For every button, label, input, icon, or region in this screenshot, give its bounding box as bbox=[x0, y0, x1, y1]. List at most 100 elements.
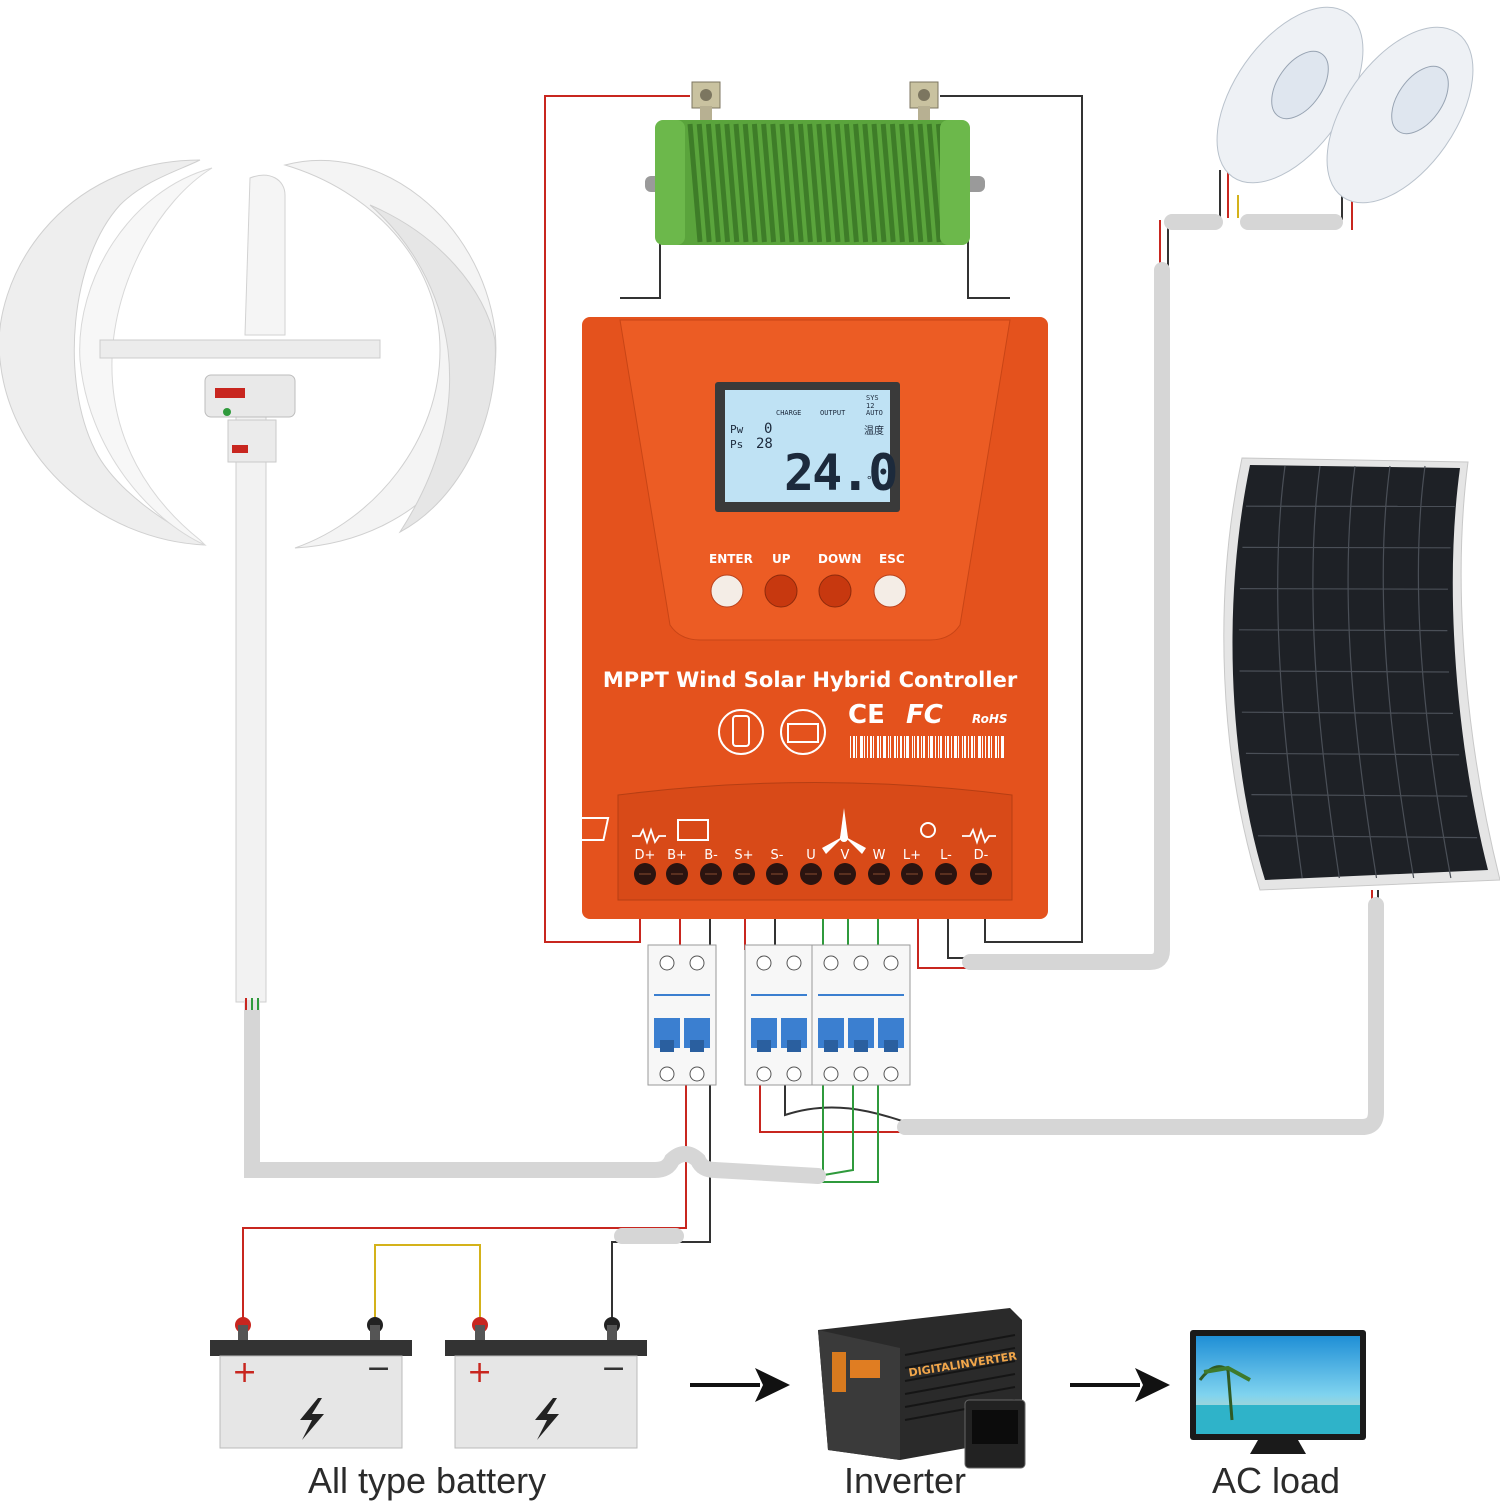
breaker-screw bbox=[824, 1067, 838, 1081]
solar-panel-icon bbox=[1224, 458, 1500, 890]
street-light-icon bbox=[1188, 0, 1500, 228]
svg-text:+: + bbox=[467, 1355, 492, 1390]
terminal-label-6: V bbox=[830, 848, 860, 863]
battery-label: All type battery bbox=[308, 1460, 546, 1502]
barcode-bar bbox=[947, 736, 949, 758]
inverter-label: Inverter bbox=[844, 1460, 966, 1502]
lcd-ps-label: Ps bbox=[730, 438, 743, 451]
wire-load-black bbox=[948, 918, 968, 958]
terminal-label-2: B- bbox=[696, 848, 726, 863]
controller-title: MPPT Wind Solar Hybrid Controller bbox=[600, 668, 1020, 692]
battery-icon: + − + − bbox=[210, 1317, 647, 1448]
terminal-label-3: S+ bbox=[729, 848, 759, 863]
barcode-bar bbox=[856, 736, 857, 758]
conduit-wind bbox=[252, 1008, 818, 1176]
wire-batt-link bbox=[375, 1245, 480, 1320]
barcode-bar bbox=[964, 736, 966, 758]
barcode-bar bbox=[1001, 736, 1004, 758]
charge-controller bbox=[571, 317, 1048, 919]
breaker-screw bbox=[690, 956, 704, 970]
breaker-body bbox=[745, 945, 813, 1085]
barcode-bar bbox=[945, 736, 946, 758]
breaker-screw bbox=[884, 1067, 898, 1081]
breaker-screw bbox=[660, 1067, 674, 1081]
barcode-bar bbox=[985, 736, 986, 758]
up-button-label: UP bbox=[772, 552, 791, 566]
terminal-label-4: S- bbox=[762, 848, 792, 863]
wire-solar-black bbox=[785, 1085, 905, 1122]
svg-text:−: − bbox=[601, 1351, 626, 1386]
breaker-body bbox=[648, 945, 716, 1085]
barcode-bar bbox=[962, 736, 963, 758]
breaker-toggle-tip bbox=[824, 1040, 838, 1052]
breaker-toggle-tip bbox=[690, 1040, 704, 1052]
breaker-screw bbox=[787, 956, 801, 970]
inverter-icon bbox=[818, 1308, 1025, 1468]
barcode-bar bbox=[906, 736, 909, 758]
up-button bbox=[765, 575, 797, 607]
enter-button bbox=[711, 575, 743, 607]
barcode-bar bbox=[935, 736, 936, 758]
barcode-bar bbox=[998, 736, 999, 758]
barcode-bar bbox=[921, 736, 922, 758]
rohs-mark: RoHS bbox=[972, 712, 1008, 726]
barcode-bar bbox=[958, 736, 959, 758]
svg-text:−: − bbox=[366, 1351, 391, 1386]
barcode-bar bbox=[968, 736, 969, 758]
esc-button bbox=[874, 575, 906, 607]
wire-res-right bbox=[968, 240, 1010, 298]
lcd-auto: AUTO bbox=[866, 409, 883, 417]
barcode-bar bbox=[912, 736, 913, 758]
wind-turbine-icon bbox=[0, 160, 496, 1010]
barcode-bar bbox=[870, 736, 872, 758]
barcode-bar bbox=[873, 736, 874, 758]
breaker-screw bbox=[854, 956, 868, 970]
barcode-bar bbox=[914, 736, 915, 758]
solar-cell-row bbox=[1239, 630, 1447, 631]
barcode-bar bbox=[930, 736, 933, 758]
wire-batt-red bbox=[243, 1085, 686, 1320]
barcode-bar bbox=[877, 736, 879, 758]
wire-load-red bbox=[918, 918, 968, 968]
terminal-label-1: B+ bbox=[662, 848, 692, 863]
solar-cell-row bbox=[1240, 589, 1448, 590]
barcode-bar bbox=[850, 736, 851, 758]
wire-res-left bbox=[620, 240, 660, 298]
barcode-bar bbox=[860, 736, 863, 758]
dump-resistor-icon bbox=[645, 82, 985, 245]
lcd-temp-cn: 温度 bbox=[864, 422, 884, 437]
barcode-bar bbox=[995, 736, 997, 758]
barcode-bar bbox=[904, 736, 905, 758]
down-button-label: DOWN bbox=[818, 552, 861, 566]
lcd-pw-label: Pw bbox=[730, 423, 743, 436]
down-button bbox=[819, 575, 851, 607]
barcode-bar bbox=[991, 736, 992, 758]
wire-solar-red bbox=[760, 1085, 905, 1132]
breaker-screw bbox=[690, 1067, 704, 1081]
load-label: AC load bbox=[1212, 1460, 1340, 1502]
breaker-screw bbox=[757, 956, 771, 970]
breaker-screw bbox=[884, 956, 898, 970]
breaker-toggle-tip bbox=[787, 1040, 801, 1052]
breaker-toggle-tip bbox=[854, 1040, 868, 1052]
lcd-sys: SYS bbox=[866, 394, 879, 402]
breaker-toggle-tip bbox=[660, 1040, 674, 1052]
barcode-bar bbox=[897, 736, 898, 758]
terminal-label-8: L+ bbox=[897, 848, 927, 863]
svg-text:+: + bbox=[232, 1355, 257, 1390]
barcode-bar bbox=[938, 736, 939, 758]
ce-mark: CE bbox=[848, 700, 885, 730]
barcode-bar bbox=[923, 736, 925, 758]
barcode-bar bbox=[867, 736, 868, 758]
terminal-label-10: D- bbox=[966, 848, 996, 863]
barcode-bar bbox=[883, 736, 886, 758]
lcd-main-value: 24.0 bbox=[784, 444, 896, 502]
barcode-bar bbox=[917, 736, 919, 758]
lcd-output: OUTPUT bbox=[820, 409, 845, 417]
breaker-screw bbox=[787, 1067, 801, 1081]
barcode-bar bbox=[888, 736, 889, 758]
barcode-bar bbox=[928, 736, 929, 758]
barcode-bar bbox=[988, 736, 990, 758]
barcode-bar bbox=[894, 736, 896, 758]
